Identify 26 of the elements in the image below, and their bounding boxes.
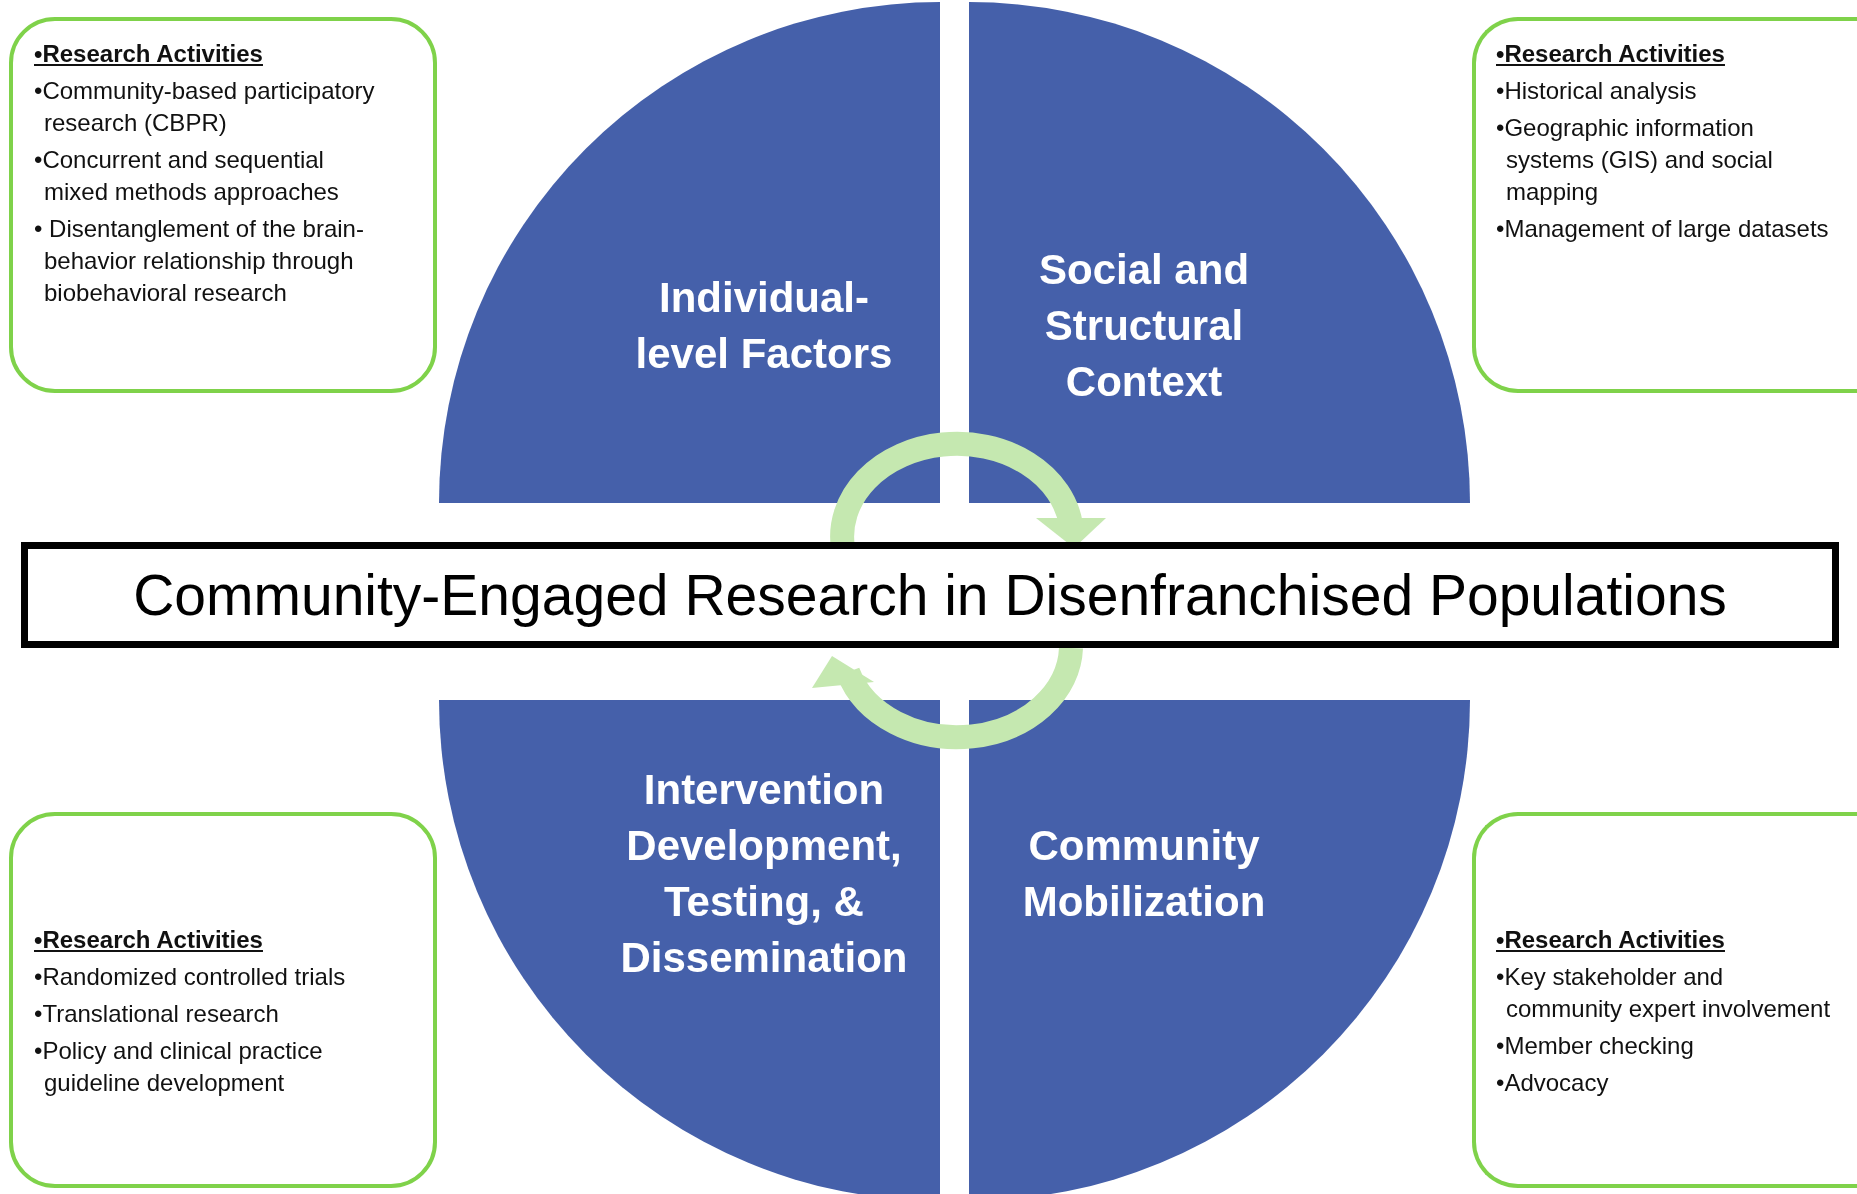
activity-card bbox=[1472, 17, 1857, 393]
list-heading: •Research Activities bbox=[1496, 39, 1726, 69]
bullet-item: •Policy and clinical practice guideline development bbox=[34, 1036, 324, 1098]
bullet-item: •Advocacy bbox=[1496, 1068, 1610, 1098]
bullet-item: •Translational research bbox=[34, 999, 280, 1029]
banner-title: Community-Engaged Research in Disenfranchised Populations bbox=[133, 562, 1727, 628]
bullet-item: • Disentanglement of the brain-behavior relationship through biobehavioral research bbox=[34, 214, 365, 308]
bullet-item: •Community-based participatory research (CBPR) bbox=[34, 76, 376, 138]
bullet-item: •Management of large datasets bbox=[1496, 214, 1830, 244]
bullet-item: •Key stakeholder and community expert involvement bbox=[1496, 962, 1832, 1024]
bullet-item: •Concurrent and sequential mixed methods approaches bbox=[34, 145, 340, 207]
quadrant-title: Community Mobilization bbox=[1021, 821, 1267, 927]
list-heading: •Research Activities bbox=[34, 925, 264, 955]
quadrant-title: Individual-level Factors bbox=[634, 273, 894, 379]
activity-card bbox=[9, 812, 437, 1188]
quadrant-title: Intervention Development, Testing, & Dissemination bbox=[619, 765, 909, 983]
activity-card bbox=[1472, 812, 1857, 1188]
quadrant-title: Social and Structural Context bbox=[1037, 245, 1251, 407]
bullet-item: •Historical analysis bbox=[1496, 76, 1698, 106]
bullet-item: •Randomized controlled trials bbox=[34, 962, 347, 992]
bullet-item: •Geographic information systems (GIS) and social mapping bbox=[1496, 113, 1774, 207]
list-heading: •Research Activities bbox=[34, 39, 264, 69]
list-heading: •Research Activities bbox=[1496, 925, 1726, 955]
bullet-item: •Member checking bbox=[1496, 1031, 1695, 1061]
activity-card bbox=[9, 17, 437, 393]
title-banner bbox=[21, 542, 1839, 648]
